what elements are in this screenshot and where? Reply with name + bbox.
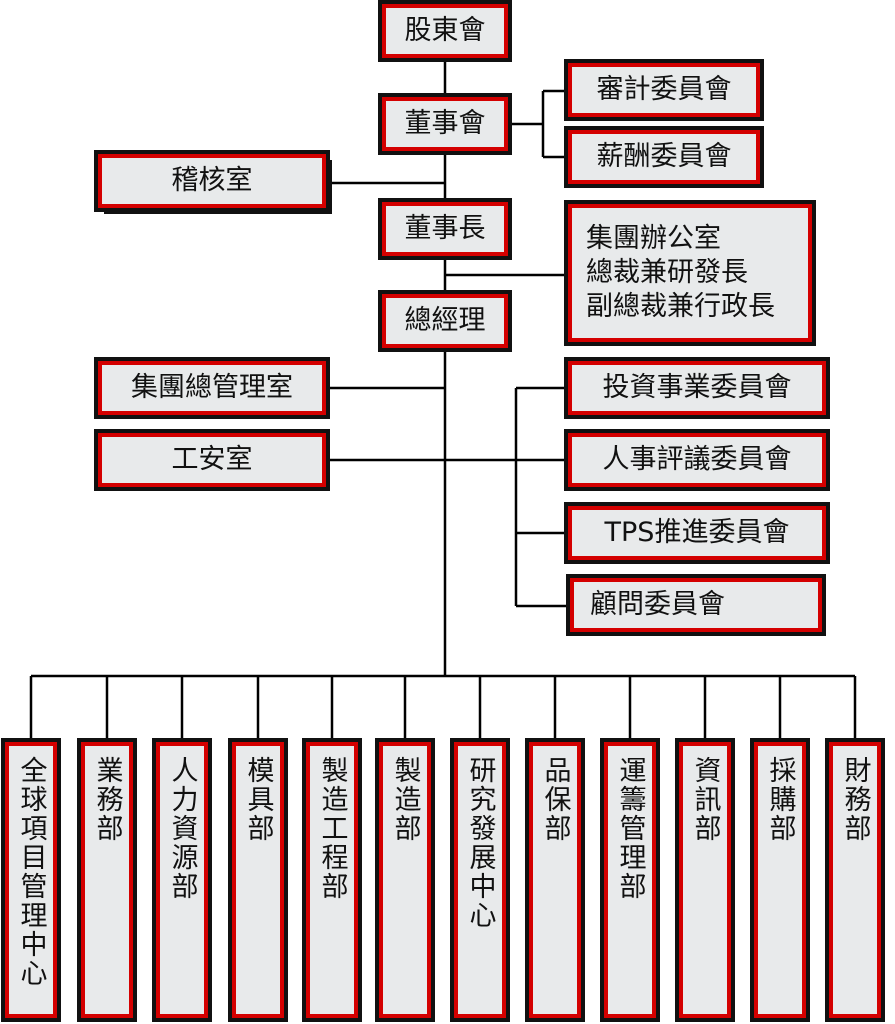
dept-label: 運籌管理部	[614, 756, 646, 901]
remuneration-committee-box: 薪酬委員會	[564, 126, 764, 188]
committee-advisory-box: 顧問委員會	[566, 574, 826, 636]
dept-label: 製造部	[389, 756, 421, 843]
dept-label: 全球項目管理中心	[15, 756, 47, 988]
committee-investment-box: 投資事業委員會	[564, 357, 830, 419]
committee-personnel-box: 人事評議委員會	[564, 429, 830, 491]
dept-sales: 業務部	[77, 738, 137, 1022]
shareholders-box: 股東會	[378, 0, 512, 62]
dept-manufacturing-engineering: 製造工程部	[302, 738, 362, 1022]
dept-logistics-management: 運籌管理部	[600, 738, 660, 1022]
board-box: 董事會	[378, 93, 512, 155]
dept-quality-assurance: 品保部	[525, 738, 585, 1022]
dept-purchasing: 採購部	[750, 738, 810, 1022]
dept-label: 資訊部	[689, 756, 721, 843]
group-office-line1: 集團辦公室	[586, 223, 721, 255]
audit-office-box: 稽核室	[94, 150, 330, 212]
dept-rnd-center: 研究發展中心	[450, 738, 510, 1022]
dept-human-resources: 人力資源部	[152, 738, 212, 1022]
chairman-box: 董事長	[378, 198, 512, 260]
general-manager-box: 總經理	[378, 290, 512, 352]
dept-manufacturing: 製造部	[375, 738, 435, 1022]
committee-tps-box: TPS推進委員會	[564, 502, 830, 564]
group-office-box: 集團辦公室 總裁兼研發長 副總裁兼行政長	[564, 200, 816, 346]
dept-label: 製造工程部	[316, 756, 348, 901]
dept-label: 財務部	[839, 756, 871, 843]
dept-mold: 模具部	[228, 738, 288, 1022]
audit-committee-box: 審計委員會	[564, 59, 764, 121]
safety-office-box: 工安室	[94, 429, 330, 491]
dept-label: 採購部	[764, 756, 796, 843]
dept-information: 資訊部	[675, 738, 735, 1022]
dept-label: 模具部	[242, 756, 274, 843]
group-office-line2: 總裁兼研發長	[586, 257, 748, 289]
dept-label: 人力資源部	[166, 756, 198, 901]
dept-label: 研究發展中心	[464, 756, 496, 930]
group-office-line3: 副總裁兼行政長	[586, 290, 775, 322]
dept-global-project-center: 全球項目管理中心	[1, 738, 61, 1022]
dept-label: 業務部	[91, 756, 123, 843]
dept-label: 品保部	[539, 756, 571, 843]
group-mgmt-office-box: 集團總管理室	[94, 357, 330, 419]
dept-finance: 財務部	[825, 738, 885, 1022]
